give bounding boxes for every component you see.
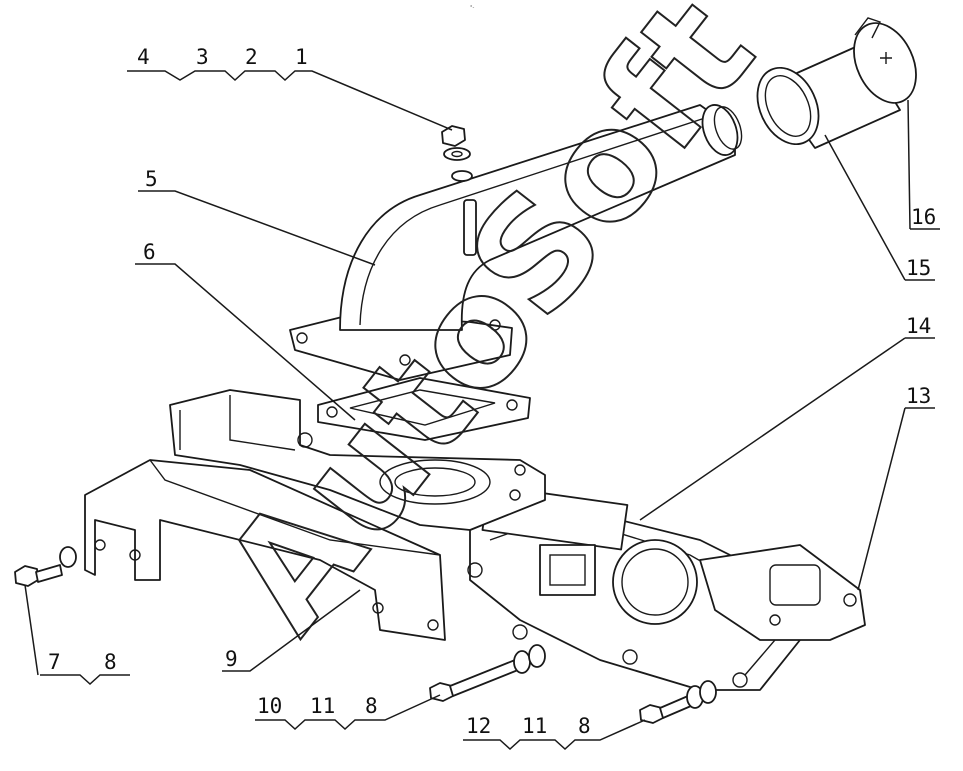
callout-label-4: 4 [137,45,150,69]
callout-label-1: 1 [295,45,308,69]
callout-label-8a: 8 [104,650,117,674]
callout-label-16: 16 [911,205,936,229]
callout-label-8b: 8 [365,694,378,718]
callout-label-5: 5 [145,167,158,191]
bracket-housing [84,459,446,641]
top-mark: °- [470,5,475,11]
callout-label-2: 2 [245,45,258,69]
callout-label-3: 3 [196,45,209,69]
callout-label-13: 13 [906,384,931,408]
callout-label-7: 7 [48,650,61,674]
bolt-lower-1 [429,644,546,702]
bolt-lower-2 [639,680,717,724]
bolt-left [14,546,77,587]
hose-clamp [853,17,917,104]
callout-label-10: 10 [257,694,282,718]
callout-label-15: 15 [906,256,931,280]
mounting-flange [169,389,546,531]
callout-leaders [24,70,940,751]
callout-label-8c: 8 [578,714,591,738]
exhaust-elbow-pipe [289,104,743,381]
callout-labels: 1 2 3 4 5 6 7 8 9 10 11 8 12 11 8 13 14 … [48,45,936,738]
callout-label-9: 9 [225,647,238,671]
callout-label-11a: 11 [310,694,335,718]
callout-label-14: 14 [906,314,931,338]
manifold-gasket [699,544,866,641]
callout-label-12: 12 [466,714,491,738]
callout-label-11b: 11 [522,714,547,738]
flange-gasket [317,377,531,441]
nut-and-washers [441,125,473,182]
exhaust-manifold [467,484,801,691]
callout-label-6: 6 [143,240,156,264]
